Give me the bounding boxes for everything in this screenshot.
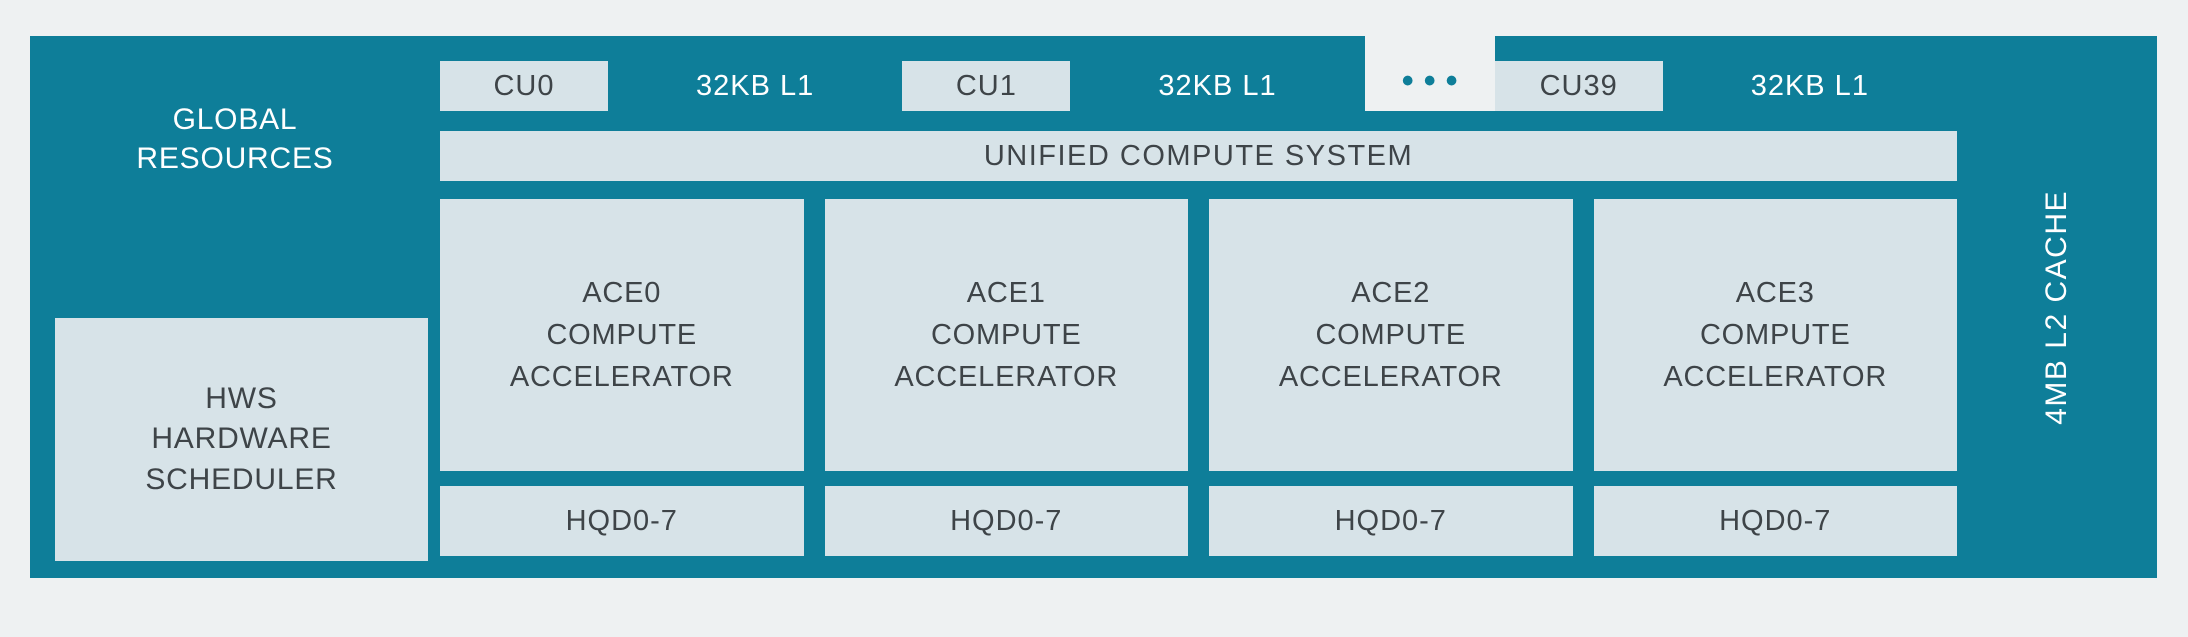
compute-unit-row: CU0 32KB L1 CU1 32KB L1 ••• CU39 32KB L1 bbox=[440, 35, 1957, 111]
l2-cache-strip: 4MB L2 CACHE bbox=[1957, 36, 2157, 578]
ace0-label: ACE0 COMPUTE ACCELERATOR bbox=[509, 276, 734, 394]
ace3-hqd-box: HQD0-7 bbox=[1593, 486, 1957, 556]
unified-compute-system-bar: UNIFIED COMPUTE SYSTEM bbox=[440, 131, 1957, 181]
unified-compute-system-label: UNIFIED COMPUTE SYSTEM bbox=[983, 139, 1414, 172]
cu0-box: CU0 bbox=[440, 61, 608, 111]
compute-section: CU0 32KB L1 CU1 32KB L1 ••• CU39 32KB L1… bbox=[440, 35, 1957, 578]
gpu-main-panel: GLOBAL RESOURCES HWS HARDWARE SCHEDULER … bbox=[30, 35, 2157, 578]
cu0-l1-cache-label: 32KB L1 bbox=[696, 69, 815, 102]
ace1-column: ACE1 COMPUTE ACCELERATOR HQD0-7 bbox=[824, 199, 1188, 556]
ace1-hqd-box: HQD0-7 bbox=[824, 486, 1188, 556]
ace3-label: ACE3 COMPUTE ACCELERATOR bbox=[1663, 276, 1888, 394]
cu1-l1-cache-label: 32KB L1 bbox=[1158, 69, 1277, 102]
ace2-hqd-box: HQD0-7 bbox=[1209, 486, 1573, 556]
hws-hardware-scheduler-box: HWS HARDWARE SCHEDULER bbox=[55, 318, 428, 561]
global-resources-label: GLOBAL RESOURCES bbox=[136, 103, 334, 175]
ace2-compute-accelerator-box: ACE2 COMPUTE ACCELERATOR bbox=[1209, 199, 1573, 471]
ace1-compute-accelerator-box: ACE1 COMPUTE ACCELERATOR bbox=[824, 199, 1188, 471]
ace0-compute-accelerator-box: ACE0 COMPUTE ACCELERATOR bbox=[440, 199, 804, 471]
ace-grid: ACE0 COMPUTE ACCELERATOR HQD0-7 ACE1 COM… bbox=[440, 199, 1957, 556]
ace2-column: ACE2 COMPUTE ACCELERATOR HQD0-7 bbox=[1209, 199, 1573, 556]
cu39-box: CU39 bbox=[1494, 61, 1663, 111]
ace0-column: ACE0 COMPUTE ACCELERATOR HQD0-7 bbox=[440, 199, 804, 556]
ace3-compute-accelerator-box: ACE3 COMPUTE ACCELERATOR bbox=[1593, 199, 1957, 471]
cu1-box: CU1 bbox=[902, 61, 1071, 111]
ace1-label: ACE1 COMPUTE ACCELERATOR bbox=[894, 276, 1119, 394]
ellipsis-dots: ••• bbox=[1364, 35, 1495, 111]
global-resources-section: GLOBAL RESOURCES HWS HARDWARE SCHEDULER bbox=[30, 36, 440, 578]
cu39-l1-cache-label: 32KB L1 bbox=[1750, 69, 1869, 102]
l2-cache-label: 4MB L2 CACHE bbox=[2040, 189, 2073, 425]
hws-hardware-scheduler-label: HWS HARDWARE SCHEDULER bbox=[145, 381, 338, 496]
ace0-hqd-box: HQD0-7 bbox=[440, 486, 804, 556]
ace3-column: ACE3 COMPUTE ACCELERATOR HQD0-7 bbox=[1593, 199, 1957, 556]
ace2-label: ACE2 COMPUTE ACCELERATOR bbox=[1278, 276, 1503, 394]
